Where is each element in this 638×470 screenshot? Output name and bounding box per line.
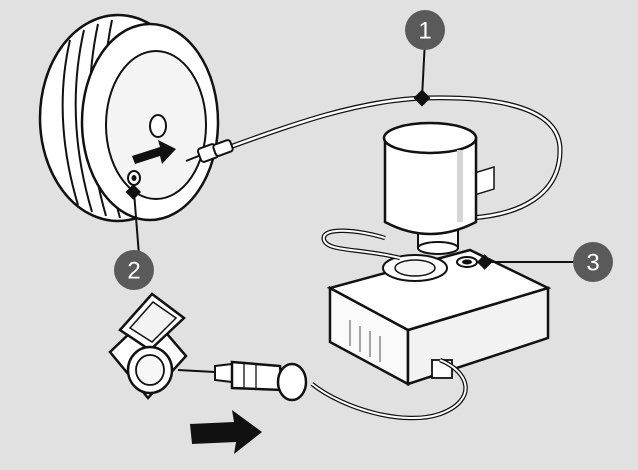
callout-1-label: 1 bbox=[418, 18, 431, 45]
plug-direction-arrow-icon bbox=[190, 410, 262, 454]
power-outlet-icon bbox=[108, 292, 188, 400]
callout-2-label: 2 bbox=[127, 258, 140, 285]
compressor-hose-loop bbox=[321, 228, 401, 261]
air-hose bbox=[185, 95, 563, 221]
plug-icon bbox=[177, 360, 308, 402]
callout-2: 2 bbox=[114, 250, 154, 290]
valve-stem-icon bbox=[127, 170, 141, 186]
callout-3-label: 3 bbox=[586, 250, 599, 277]
callout-1: 1 bbox=[405, 10, 445, 50]
tire-icon bbox=[38, 13, 220, 223]
callout-3: 3 bbox=[573, 242, 613, 282]
valve-direction-arrow-icon bbox=[132, 140, 176, 164]
sealant-bottle-icon bbox=[382, 121, 478, 255]
power-cord bbox=[310, 357, 468, 421]
